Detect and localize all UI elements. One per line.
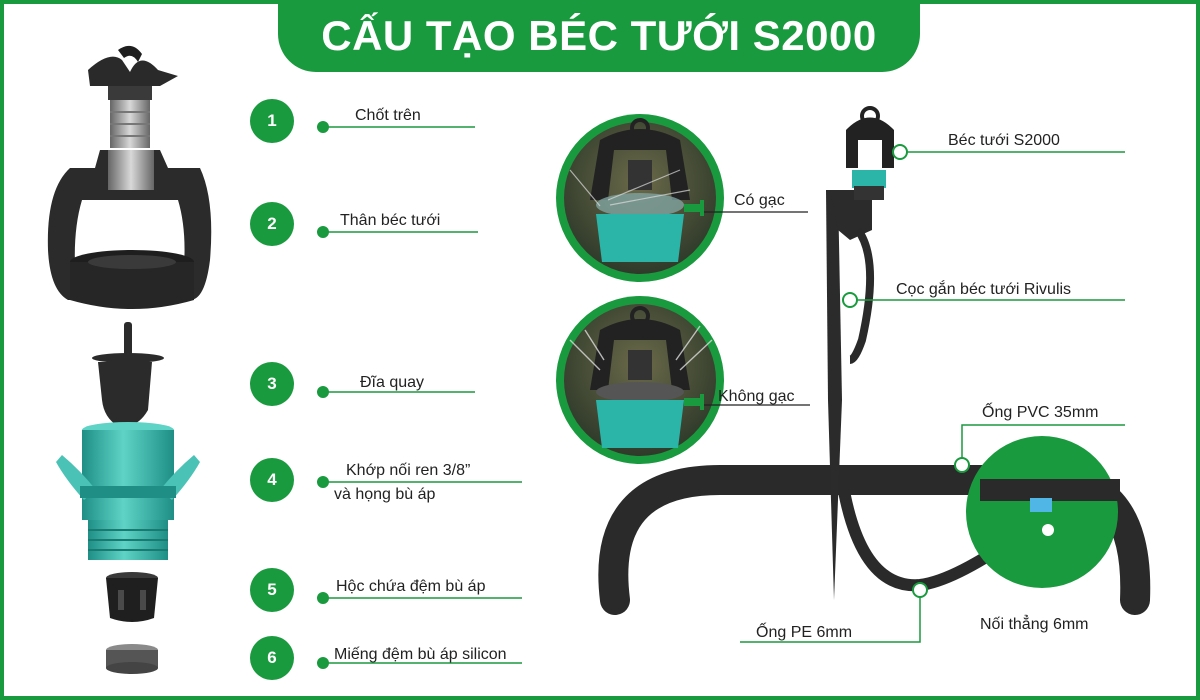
callout-dots-left [317, 121, 329, 669]
label-pe-tube: Ống PE 6mm [756, 624, 853, 641]
label-part-4-line2: và họng bù áp [334, 486, 436, 503]
inset-without-deflector [556, 296, 724, 464]
label-stake: Cọc gắn béc tưới Rivulis [896, 281, 1072, 298]
stake-and-sprinkler [826, 106, 894, 600]
label-sprinkler: Béc tưới S2000 [948, 132, 1060, 149]
badge-part-1: 1 [250, 99, 294, 143]
badge-part-4: 4 [250, 458, 294, 502]
label-part-5: Hộc chứa đệm bù áp [336, 578, 486, 595]
badge-part-2: 2 [250, 202, 294, 246]
label-part-1: Chốt trên [355, 107, 421, 124]
label-part-2: Thân béc tưới [340, 212, 441, 229]
label-part-6: Miếng đệm bù áp silicon [334, 646, 507, 663]
part-compensation-chamber [106, 572, 158, 622]
pvc-pipe-section [966, 436, 1120, 588]
part-silicon-pad [106, 644, 158, 674]
label-pvc-pipe: Ống PVC 35mm [982, 404, 1099, 421]
callout-lines-insets [704, 211, 810, 406]
label-connector: Nối thẳng 6mm [980, 616, 1089, 633]
part-sprinkler-body [47, 150, 212, 309]
page-title: CẤU TẠO BÉC TƯỚI S2000 [321, 12, 877, 59]
part-top-pin [88, 45, 178, 148]
label-part-3: Đĩa quay [360, 374, 425, 391]
callout-lines-left [323, 126, 522, 664]
badge-part-6: 6 [250, 636, 294, 680]
title-banner: CẤU TẠO BÉC TƯỚI S2000 [278, 0, 920, 72]
label-without-deflector: Không gạc [718, 388, 795, 405]
part-threaded-connector [56, 422, 200, 560]
inset-with-deflector [556, 114, 724, 282]
label-part-4-line1: Khớp nối ren 3/8” [346, 462, 471, 479]
callout-dots-right [842, 144, 970, 598]
part-rotating-disc [92, 322, 164, 426]
badge-part-5: 5 [250, 568, 294, 612]
label-with-deflector: Có gạc [734, 192, 785, 209]
callout-lines-right [740, 151, 1125, 643]
badge-part-3: 3 [250, 362, 294, 406]
